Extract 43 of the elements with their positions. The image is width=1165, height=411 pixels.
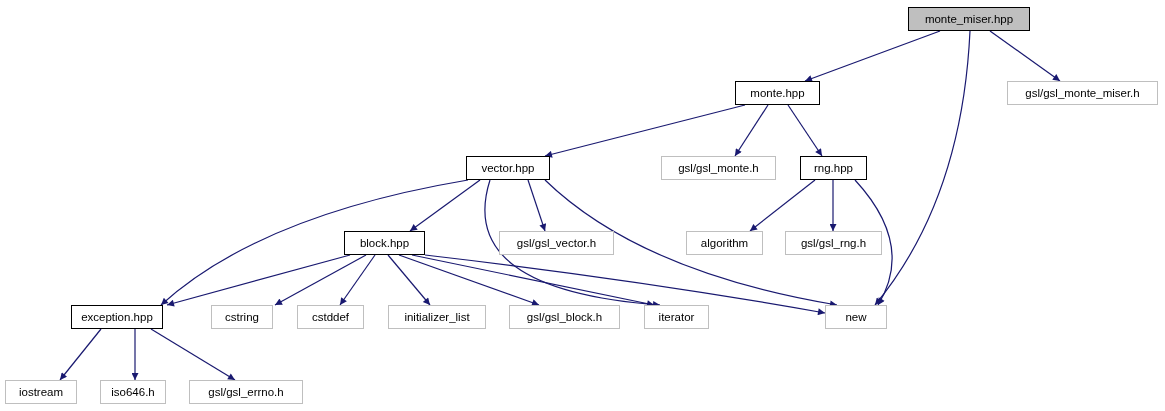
file-box: cstring [211,305,273,329]
arrow [131,328,139,381]
arrow [829,179,837,232]
file-box: iso646.h [100,380,166,404]
arrow [411,254,655,307]
file-box: monte.hpp [735,81,820,105]
file-box: algorithm [686,231,763,255]
arrow [274,254,367,306]
file-box: iostream [5,380,77,404]
arrow [734,104,769,157]
arrow [387,254,431,306]
file-box: iterator [644,305,709,329]
file-box: gsl/gsl_rng.h [785,231,882,255]
file-box: initializer_list [388,305,486,329]
arrow [874,30,971,306]
file-box: gsl/gsl_monte_miser.h [1007,81,1158,105]
file-box: cstddef [297,305,364,329]
arrow [339,254,376,306]
arrow [804,30,941,82]
file-box: gsl/gsl_vector.h [499,231,614,255]
file-box: monte_miser.hpp [908,7,1030,31]
file-box: exception.hpp [71,305,163,329]
arrow [989,30,1061,82]
arrow [424,254,826,316]
arrow [527,179,547,232]
arrow [749,179,816,232]
file-box: new [825,305,887,329]
arrow [166,254,351,307]
arrow [544,104,746,158]
arrow [398,254,540,306]
file-box: block.hpp [344,231,425,255]
arrow [854,179,893,306]
file-box: gsl/gsl_errno.h [189,380,303,404]
file-box: vector.hpp [466,156,550,180]
file-box: rng.hpp [800,156,867,180]
arrow [484,179,661,308]
arrow [409,179,481,232]
arrow [59,328,102,381]
arrow [160,179,469,306]
arrow [787,104,823,157]
arrow [150,328,236,381]
file-box: gsl/gsl_monte.h [661,156,776,180]
file-box: gsl/gsl_block.h [509,305,620,329]
